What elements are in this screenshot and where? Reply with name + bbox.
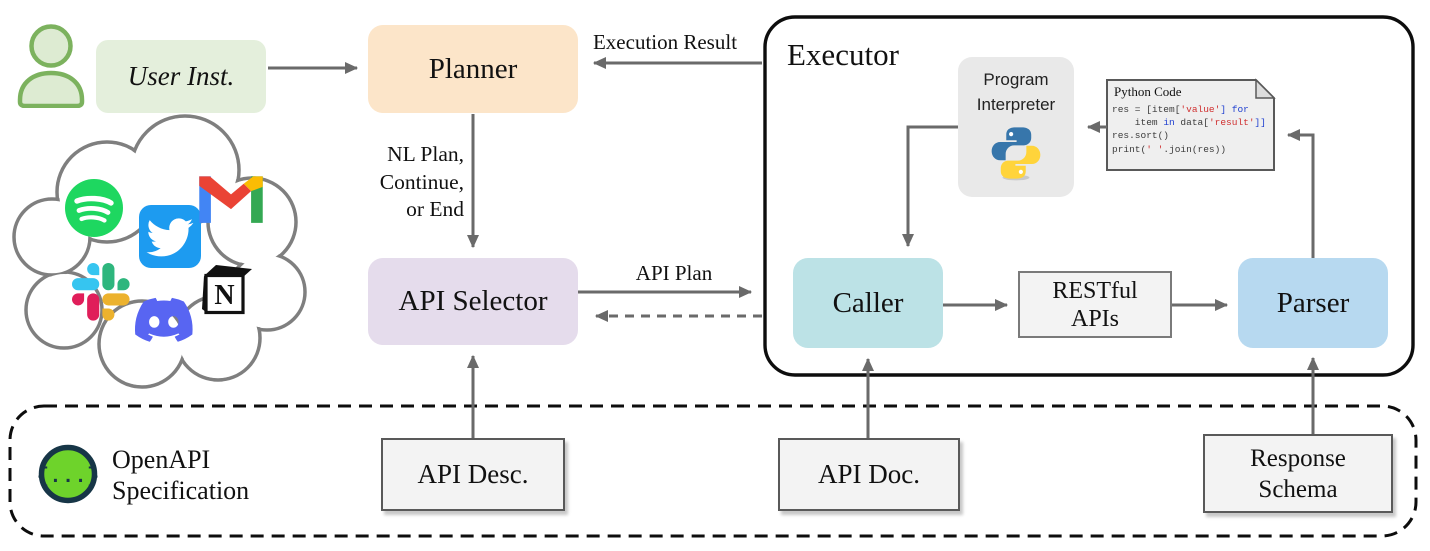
restful-apis-node: RESTful APIs — [1018, 271, 1172, 338]
caller-label: Caller — [832, 286, 904, 319]
python-icon — [991, 127, 1041, 181]
notion-icon: N — [202, 265, 252, 315]
openapi-line1: OpenAPI — [112, 445, 211, 474]
discord-icon — [134, 297, 193, 342]
twitter-icon — [139, 205, 201, 268]
planner-node: Planner — [368, 25, 578, 113]
nl-plan-line2: Continue, — [379, 169, 464, 194]
program-interpreter-line2: Interpreter — [976, 95, 1056, 114]
slack-icon — [72, 263, 130, 321]
restful-line2: APIs — [1070, 305, 1119, 332]
arrow-interpreter-to-caller — [902, 125, 958, 248]
person-icon — [17, 24, 85, 108]
openapi-icon: {...} — [37, 444, 99, 504]
execution-result-label: Execution Result — [592, 30, 738, 54]
response-schema-node: Response Schema — [1203, 434, 1393, 513]
arrow-parser-to-code — [1286, 129, 1315, 258]
nl-plan-line1: NL Plan, — [387, 142, 464, 166]
program-interpreter-node: Program Interpreter — [958, 57, 1074, 197]
api-selector-node: API Selector — [368, 258, 578, 345]
spotify-icon — [65, 179, 123, 237]
python-code-lines: res = [item['value'] for item in data['r… — [1112, 104, 1266, 155]
program-interpreter-line1: Program — [983, 70, 1049, 89]
parser-node: Parser — [1238, 258, 1388, 348]
openapi-spec-label: OpenAPI Specification — [112, 444, 249, 506]
api-doc-label: API Doc. — [818, 459, 920, 489]
nl-plan-line3: or End — [406, 197, 464, 221]
restful-line1: RESTful — [1052, 277, 1138, 304]
planner-label: Planner — [428, 52, 518, 85]
nl-plan-label: NL Plan, Continue, or End — [352, 141, 464, 224]
api-desc-node: API Desc. — [381, 438, 565, 511]
svg-text:{...}: {...} — [37, 466, 99, 489]
api-desc-label: API Desc. — [417, 459, 529, 489]
python-code-title: Python Code — [1114, 84, 1182, 99]
user-inst-label: User Inst. — [127, 61, 235, 91]
svg-text:N: N — [214, 280, 234, 311]
api-doc-node: API Doc. — [778, 438, 960, 511]
parser-label: Parser — [1276, 286, 1350, 319]
executor-frame — [763, 15, 1415, 377]
response-schema-line1: Response — [1250, 444, 1346, 472]
api-plan-label: API Plan — [635, 261, 713, 285]
python-code-box — [1106, 78, 1276, 171]
openapi-line2: Specification — [112, 476, 250, 505]
python-code-content: Python Code res = [item['value'] for ite… — [1112, 84, 1272, 156]
executor-title: Executor — [787, 37, 899, 72]
api-selector-label: API Selector — [398, 285, 548, 317]
response-schema-line2: Schema — [1258, 475, 1338, 503]
user-inst-node: User Inst. — [96, 40, 266, 113]
gmail-icon — [199, 176, 263, 223]
caller-node: Caller — [793, 258, 943, 348]
openapi-spec-frame — [8, 404, 1418, 538]
